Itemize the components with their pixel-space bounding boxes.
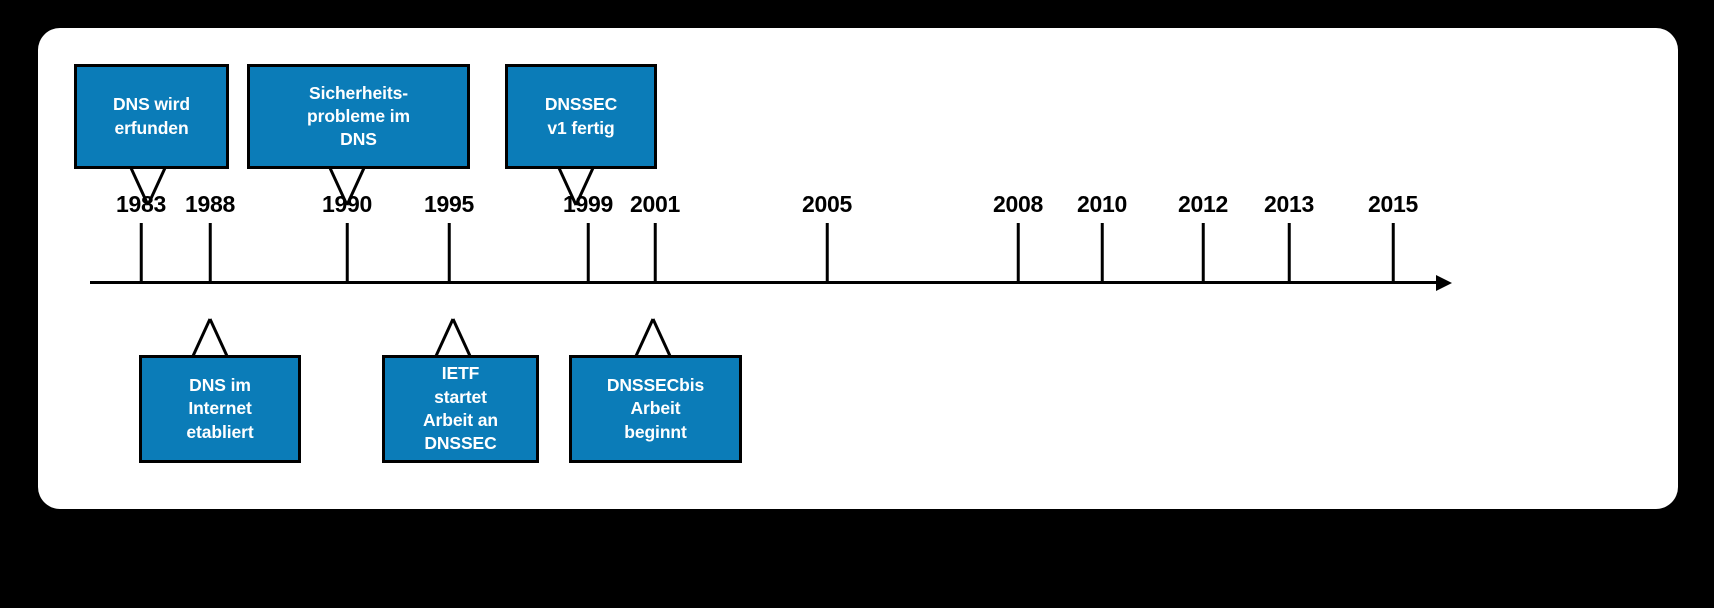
year-tick-2012 [1201,223,1205,281]
year-tick-2010 [1100,223,1104,281]
year-label-2012: 2012 [1178,191,1228,217]
year-tick-1990 [345,223,349,281]
event-box-1983[interactable]: DNS wird erfunden [74,64,229,169]
year-tick-2015 [1391,223,1395,281]
year-label-2008: 2008 [993,191,1043,217]
year-label-2005: 2005 [802,191,852,217]
year-label-2015: 2015 [1368,191,1418,217]
year-tick-1988 [208,223,212,281]
event-box-1999[interactable]: DNSSEC v1 fertig [505,64,657,169]
white-card-panel: 1983 1988 1990 1995 1999 2001 2005 2008 2010 2012… [38,28,1678,509]
year-label-1999: 1999 [563,191,613,217]
timeline-axis-line [90,281,1438,284]
year-tick-2008 [1016,223,1020,281]
event-box-1988[interactable]: DNS im Internet etabliert [139,355,301,463]
year-label-2001: 2001 [630,191,680,217]
timeline-arrow-head [1436,275,1452,291]
timeline-canvas: 1983 1988 1990 1995 1999 2001 2005 2008 2010 2012… [38,28,1678,509]
year-label-2013: 2013 [1264,191,1314,217]
year-label-1995: 1995 [424,191,474,217]
event-box-1990[interactable]: Sicherheits- probleme im DNS [247,64,470,169]
year-tick-2005 [825,223,829,281]
year-tick-1983 [139,223,143,281]
year-tick-2013 [1287,223,1291,281]
event-box-1995[interactable]: IETF startet Arbeit an DNSSEC [382,355,539,463]
year-label-1988: 1988 [185,191,235,217]
event-box-2001[interactable]: DNSSECbis Arbeit beginnt [569,355,742,463]
year-tick-2001 [653,223,657,281]
year-label-1990: 1990 [322,191,372,217]
year-tick-1995 [447,223,451,281]
year-label-2010: 2010 [1077,191,1127,217]
year-label-1983: 1983 [116,191,166,217]
year-tick-1999 [586,223,590,281]
